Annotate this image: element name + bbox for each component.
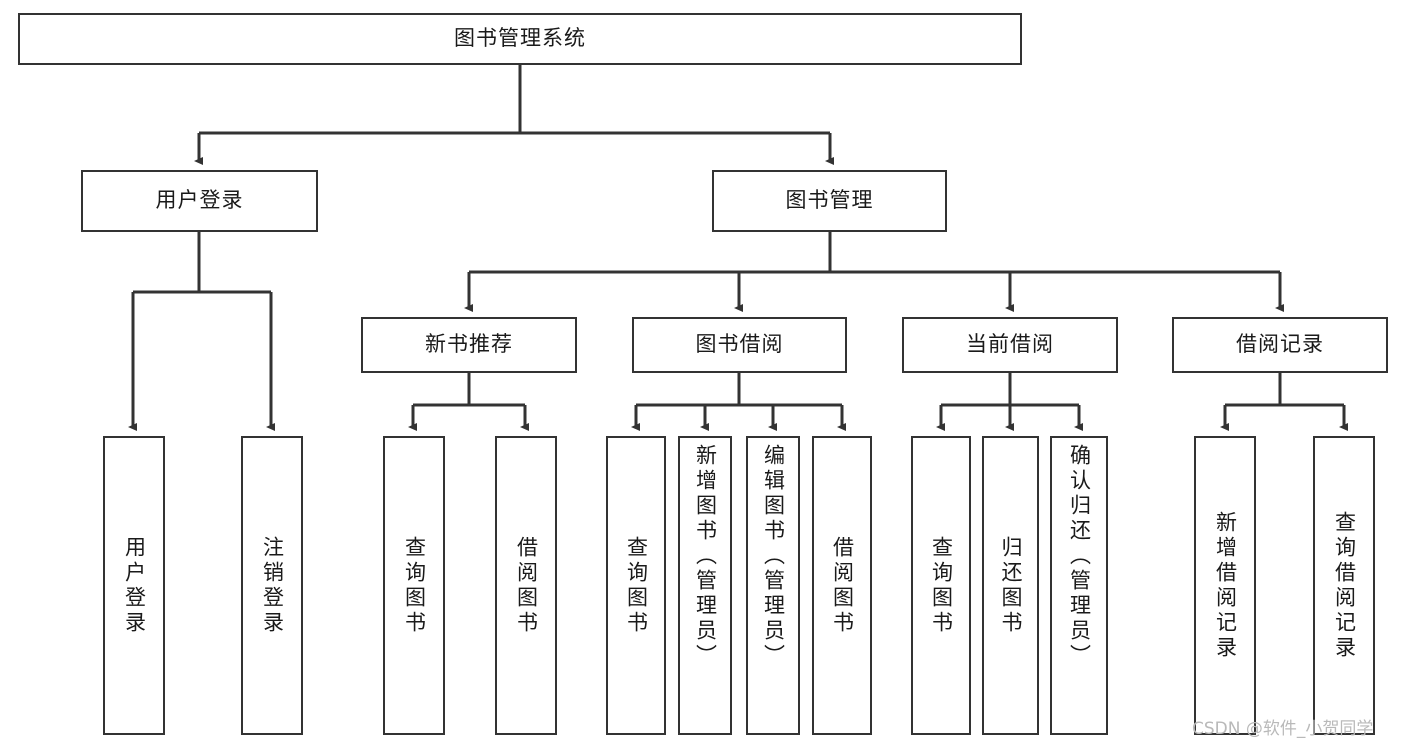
node-new-book-rec[interactable]: 新书推荐: [361, 317, 577, 373]
node-book-borrow[interactable]: 图书借阅: [632, 317, 847, 373]
node-leaf-user-login-label: 用户登录: [122, 535, 147, 636]
node-book-borrow-label: 图书借阅: [695, 332, 784, 357]
node-leaf-add-book[interactable]: 新增图书（管理员）: [678, 436, 732, 735]
node-leaf-logout-login[interactable]: 注销登录: [241, 436, 303, 735]
node-leaf-add-record-label: 新增借阅记录: [1213, 510, 1238, 661]
node-root[interactable]: 图书管理系统: [18, 13, 1022, 65]
node-leaf-query-book-2-label: 查询图书: [624, 535, 649, 636]
node-leaf-add-book-label: 新增图书（管理员）: [693, 444, 718, 669]
node-user-login-label: 用户登录: [155, 188, 244, 213]
node-leaf-confirm-return[interactable]: 确认归还（管理员）: [1050, 436, 1108, 735]
node-user-login[interactable]: 用户登录: [81, 170, 318, 232]
node-leaf-borrow-book-1-label: 借阅图书: [514, 535, 539, 636]
node-leaf-query-book-1-label: 查询图书: [402, 535, 427, 636]
node-borrow-record[interactable]: 借阅记录: [1172, 317, 1388, 373]
node-book-manage[interactable]: 图书管理: [712, 170, 947, 232]
node-leaf-query-record[interactable]: 查询借阅记录: [1313, 436, 1375, 735]
node-book-manage-label: 图书管理: [785, 188, 874, 213]
node-leaf-return-book[interactable]: 归还图书: [982, 436, 1039, 735]
node-root-label: 图书管理系统: [454, 26, 586, 51]
node-leaf-query-book-3-label: 查询图书: [929, 535, 954, 636]
node-leaf-borrow-book-2-label: 借阅图书: [830, 535, 855, 636]
node-leaf-return-book-label: 归还图书: [999, 535, 1024, 636]
node-leaf-query-record-label: 查询借阅记录: [1332, 510, 1357, 661]
node-leaf-add-record[interactable]: 新增借阅记录: [1194, 436, 1256, 735]
node-leaf-borrow-book-1[interactable]: 借阅图书: [495, 436, 557, 735]
node-leaf-query-book-2[interactable]: 查询图书: [606, 436, 666, 735]
watermark-text: CSDN @软件_小贺同学: [1192, 719, 1374, 739]
node-leaf-edit-book-label: 编辑图书（管理员）: [761, 444, 786, 669]
node-leaf-edit-book[interactable]: 编辑图书（管理员）: [746, 436, 800, 735]
node-current-borrow-label: 当前借阅: [966, 332, 1054, 357]
node-leaf-user-login[interactable]: 用户登录: [103, 436, 165, 735]
node-new-book-rec-label: 新书推荐: [425, 332, 513, 357]
node-leaf-borrow-book-2[interactable]: 借阅图书: [812, 436, 872, 735]
node-leaf-confirm-return-label: 确认归还（管理员）: [1067, 444, 1092, 669]
node-leaf-logout-login-label: 注销登录: [260, 535, 285, 636]
node-borrow-record-label: 借阅记录: [1236, 332, 1324, 357]
node-current-borrow[interactable]: 当前借阅: [902, 317, 1118, 373]
node-leaf-query-book-1[interactable]: 查询图书: [383, 436, 445, 735]
node-leaf-query-book-3[interactable]: 查询图书: [911, 436, 971, 735]
